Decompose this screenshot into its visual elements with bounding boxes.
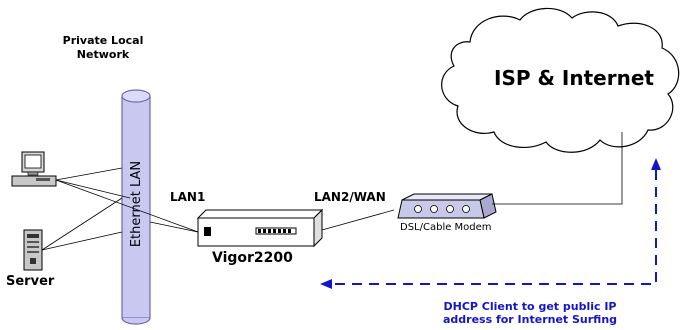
dsl-cable-modem-icon <box>397 193 497 219</box>
ethernet-lan-label: Ethernet LAN <box>129 160 144 248</box>
server-icon <box>23 229 43 271</box>
dhcp-note: DHCP Client to get public IP address for… <box>442 300 618 326</box>
lan2-wan-port-label: LAN2/WAN <box>314 190 386 204</box>
cloud-label: ISP & Internet <box>494 66 654 90</box>
router-name: Vigor2200 <box>212 250 293 266</box>
private-lan-label: Private Local Network <box>62 34 144 61</box>
pc-icon <box>11 151 57 187</box>
lan-cables <box>41 167 199 251</box>
lan1-port-label: LAN1 <box>170 190 206 204</box>
vigor2200-router <box>196 208 324 248</box>
modem-to-isp-cable <box>492 132 623 205</box>
wan-cable <box>321 209 395 231</box>
internet-cloud <box>441 7 680 153</box>
ethernet-lan-tube <box>121 89 151 325</box>
server-label: Server <box>6 274 55 289</box>
modem-label: DSL/Cable Modem <box>400 222 492 233</box>
dhcp-arrow <box>320 158 661 289</box>
